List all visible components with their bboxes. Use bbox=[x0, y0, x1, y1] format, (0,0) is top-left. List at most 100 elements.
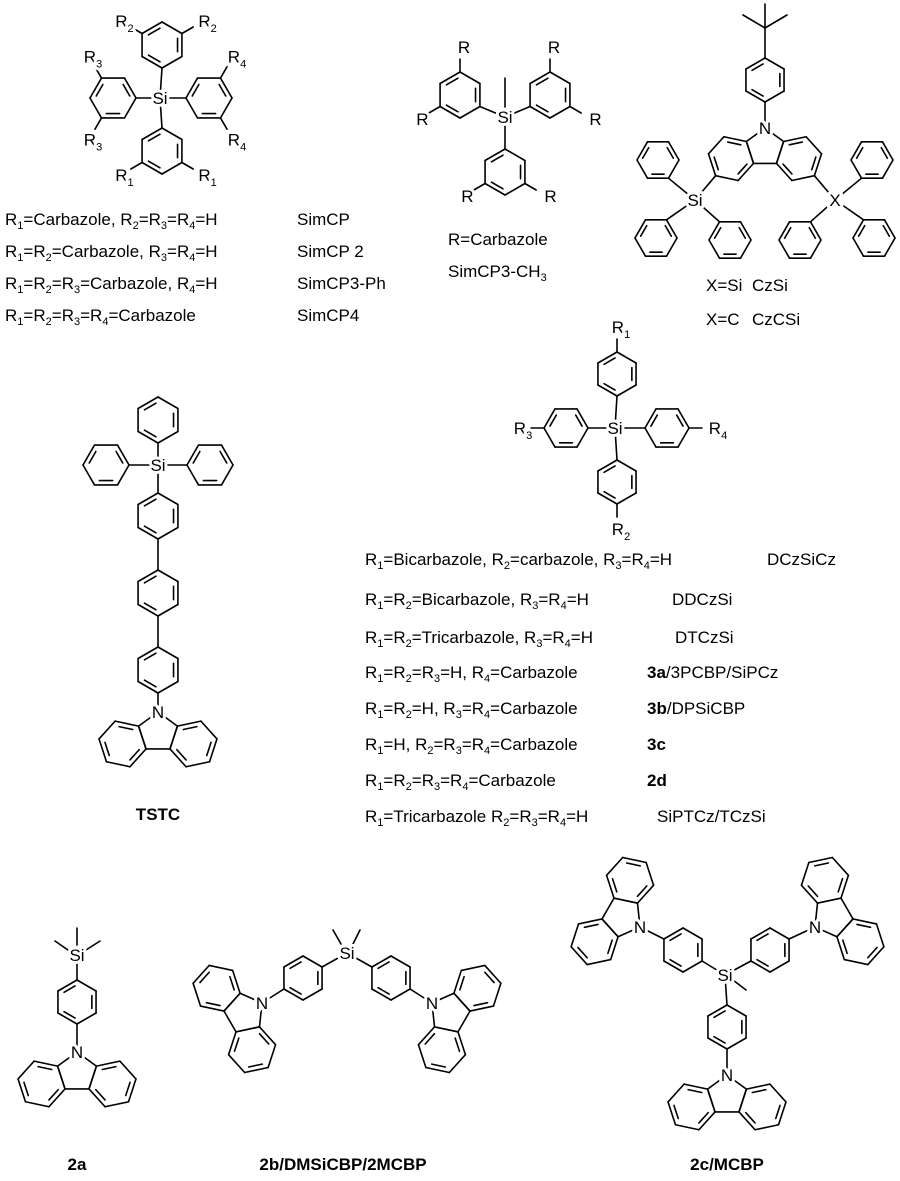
ring-bond bbox=[597, 459, 618, 472]
ring-bond bbox=[665, 219, 678, 239]
ring-bond bbox=[750, 960, 771, 973]
tstc-si-atom: Si bbox=[150, 456, 165, 475]
ring-bond bbox=[816, 897, 842, 904]
ring-bond bbox=[186, 464, 200, 486]
ring-bond bbox=[157, 569, 179, 583]
ring-bond bbox=[809, 221, 822, 241]
tstc-n-atom: N bbox=[152, 703, 164, 722]
ring-bond bbox=[417, 1026, 436, 1046]
simcp-bottom-ring bbox=[141, 127, 183, 175]
substituent-bond bbox=[181, 26, 194, 35]
ring-bond bbox=[667, 159, 680, 179]
double-bond bbox=[810, 156, 817, 171]
five-ring-bond bbox=[706, 1074, 728, 1090]
bond bbox=[159, 67, 163, 99]
methyl-bond bbox=[352, 929, 361, 945]
double-bond bbox=[37, 1065, 53, 1071]
ring-bond bbox=[137, 569, 159, 583]
2c-si-atom: Si bbox=[717, 966, 732, 985]
double-bond bbox=[713, 156, 720, 171]
double-bond bbox=[23, 1081, 30, 1097]
double-bond bbox=[738, 226, 747, 239]
ring-bond bbox=[104, 1100, 130, 1108]
ring-bond bbox=[586, 958, 612, 966]
double-bond bbox=[788, 141, 804, 146]
ring-bond bbox=[775, 162, 793, 182]
double-bond bbox=[673, 1104, 680, 1120]
substituent-bond bbox=[428, 105, 441, 114]
bond bbox=[809, 199, 836, 223]
carbazole-benzene-ring bbox=[169, 720, 218, 768]
ring-bond bbox=[597, 492, 618, 505]
ring-bond bbox=[737, 162, 755, 182]
ring-bond bbox=[667, 141, 680, 161]
double-bond bbox=[641, 146, 650, 159]
r1-label: R1 bbox=[198, 166, 216, 189]
substituent-bond bbox=[94, 66, 103, 79]
double-bond bbox=[782, 163, 793, 175]
ring-bond bbox=[192, 964, 210, 985]
ring-bond bbox=[185, 760, 211, 768]
ring-bond bbox=[417, 1043, 427, 1069]
double-bond bbox=[484, 971, 495, 984]
ring-bond bbox=[439, 105, 461, 119]
five-ring-bond bbox=[258, 1002, 263, 1028]
double-bond bbox=[143, 602, 157, 611]
ring-bond bbox=[840, 874, 850, 899]
double-bond bbox=[751, 1088, 767, 1094]
ring-bond bbox=[852, 237, 865, 257]
ring-bond bbox=[95, 1060, 121, 1067]
ring-bond bbox=[371, 955, 392, 968]
five-ring-bond bbox=[764, 127, 785, 143]
double-bond bbox=[219, 450, 228, 464]
five-ring-bond bbox=[457, 1010, 471, 1033]
ring-bond bbox=[529, 105, 551, 119]
ring-bond bbox=[745, 1083, 771, 1090]
double-bond bbox=[175, 748, 187, 761]
ring-bond bbox=[57, 979, 78, 992]
ring-bond bbox=[636, 159, 649, 179]
czsi-n-atom: N bbox=[759, 119, 771, 138]
ring-bond bbox=[185, 97, 199, 119]
ring-bond bbox=[82, 444, 96, 466]
ring-bond bbox=[137, 430, 159, 444]
tp-rest-1: DDCzSi bbox=[672, 590, 733, 609]
double-bond bbox=[636, 885, 648, 898]
ring-bond bbox=[708, 221, 721, 241]
czcsi-formula: X=C bbox=[706, 310, 740, 329]
tp-formula-0: R1=Bicarbazole, R2=carbazole, R3=R4=H bbox=[365, 550, 673, 572]
ring-bond bbox=[157, 430, 179, 444]
double-bond bbox=[289, 986, 302, 995]
compound-2c-label: 2c/MCBP bbox=[690, 1155, 764, 1174]
ring-bond bbox=[663, 960, 684, 973]
ring-bond bbox=[707, 1004, 728, 1017]
double-bond bbox=[751, 88, 764, 97]
bond bbox=[834, 199, 865, 221]
double-bond bbox=[603, 357, 616, 366]
r4-label: R4 bbox=[228, 47, 246, 70]
ring-bond bbox=[460, 964, 486, 972]
double-bond bbox=[48, 1088, 60, 1101]
bond bbox=[667, 177, 696, 201]
methyl-bond bbox=[85, 940, 101, 951]
substituent-bond bbox=[130, 26, 143, 35]
r1-label: R1 bbox=[115, 166, 133, 189]
double-bond bbox=[147, 133, 161, 142]
double-bond bbox=[687, 1088, 703, 1094]
double-bond bbox=[713, 1035, 726, 1044]
double-bond bbox=[143, 429, 157, 438]
ring-bond bbox=[543, 427, 556, 448]
ring-bond bbox=[484, 964, 502, 985]
double-bond bbox=[124, 1081, 131, 1097]
ring-bond bbox=[98, 738, 108, 763]
ring-bond bbox=[644, 408, 657, 429]
double-bond bbox=[199, 971, 210, 984]
ring-bond bbox=[157, 526, 179, 540]
czsi-name: CzSi bbox=[752, 276, 788, 295]
ring-bond bbox=[200, 720, 218, 740]
ring-bond bbox=[220, 464, 234, 486]
ring-bond bbox=[605, 856, 624, 877]
bond bbox=[834, 177, 863, 201]
r3-label: R3 bbox=[84, 47, 102, 70]
czsi-phenyl-ring bbox=[852, 219, 896, 257]
